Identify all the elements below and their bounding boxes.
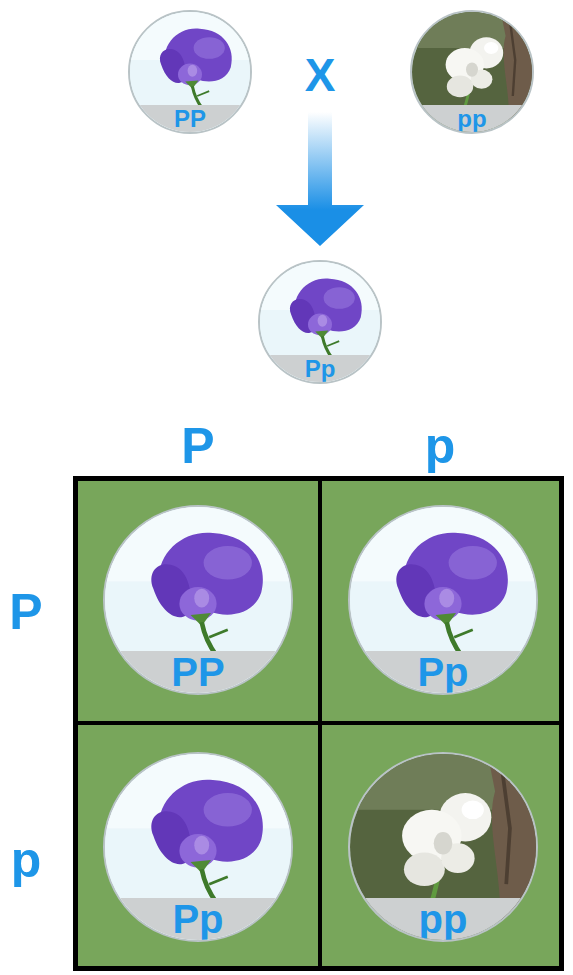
allele-header: p [11, 835, 42, 885]
allele-header: P [9, 587, 42, 637]
genotype-circle: Pp [258, 260, 382, 384]
genotype-band: PP [105, 651, 291, 693]
genotype-text: PP [174, 106, 206, 131]
genotype-text: Pp [417, 651, 468, 693]
genotype-text: pp [457, 106, 486, 131]
genotype-circle: PP [128, 10, 252, 134]
genotype-band: pp [350, 898, 536, 940]
cross-symbol: X [305, 52, 336, 98]
cross-arrow [276, 112, 364, 246]
genotype-circle: pp [348, 752, 538, 942]
genotype-band: Pp [350, 651, 536, 693]
allele-header: P [181, 421, 214, 471]
genotype-text: pp [419, 898, 468, 940]
genotype-band: Pp [260, 355, 380, 382]
genotype-text: Pp [172, 898, 223, 940]
genotype-band: pp [412, 105, 532, 132]
allele-header: p [425, 421, 456, 471]
genotype-circle: pp [410, 10, 534, 134]
genotype-circle: Pp [348, 505, 538, 695]
genotype-band: PP [130, 105, 250, 132]
genotype-circle: PP [103, 505, 293, 695]
genotype-text: Pp [305, 356, 336, 381]
genotype-text: PP [171, 651, 224, 693]
genotype-circle: Pp [103, 752, 293, 942]
grid-divider [76, 721, 561, 725]
genotype-band: Pp [105, 898, 291, 940]
grid-frame [76, 479, 562, 969]
